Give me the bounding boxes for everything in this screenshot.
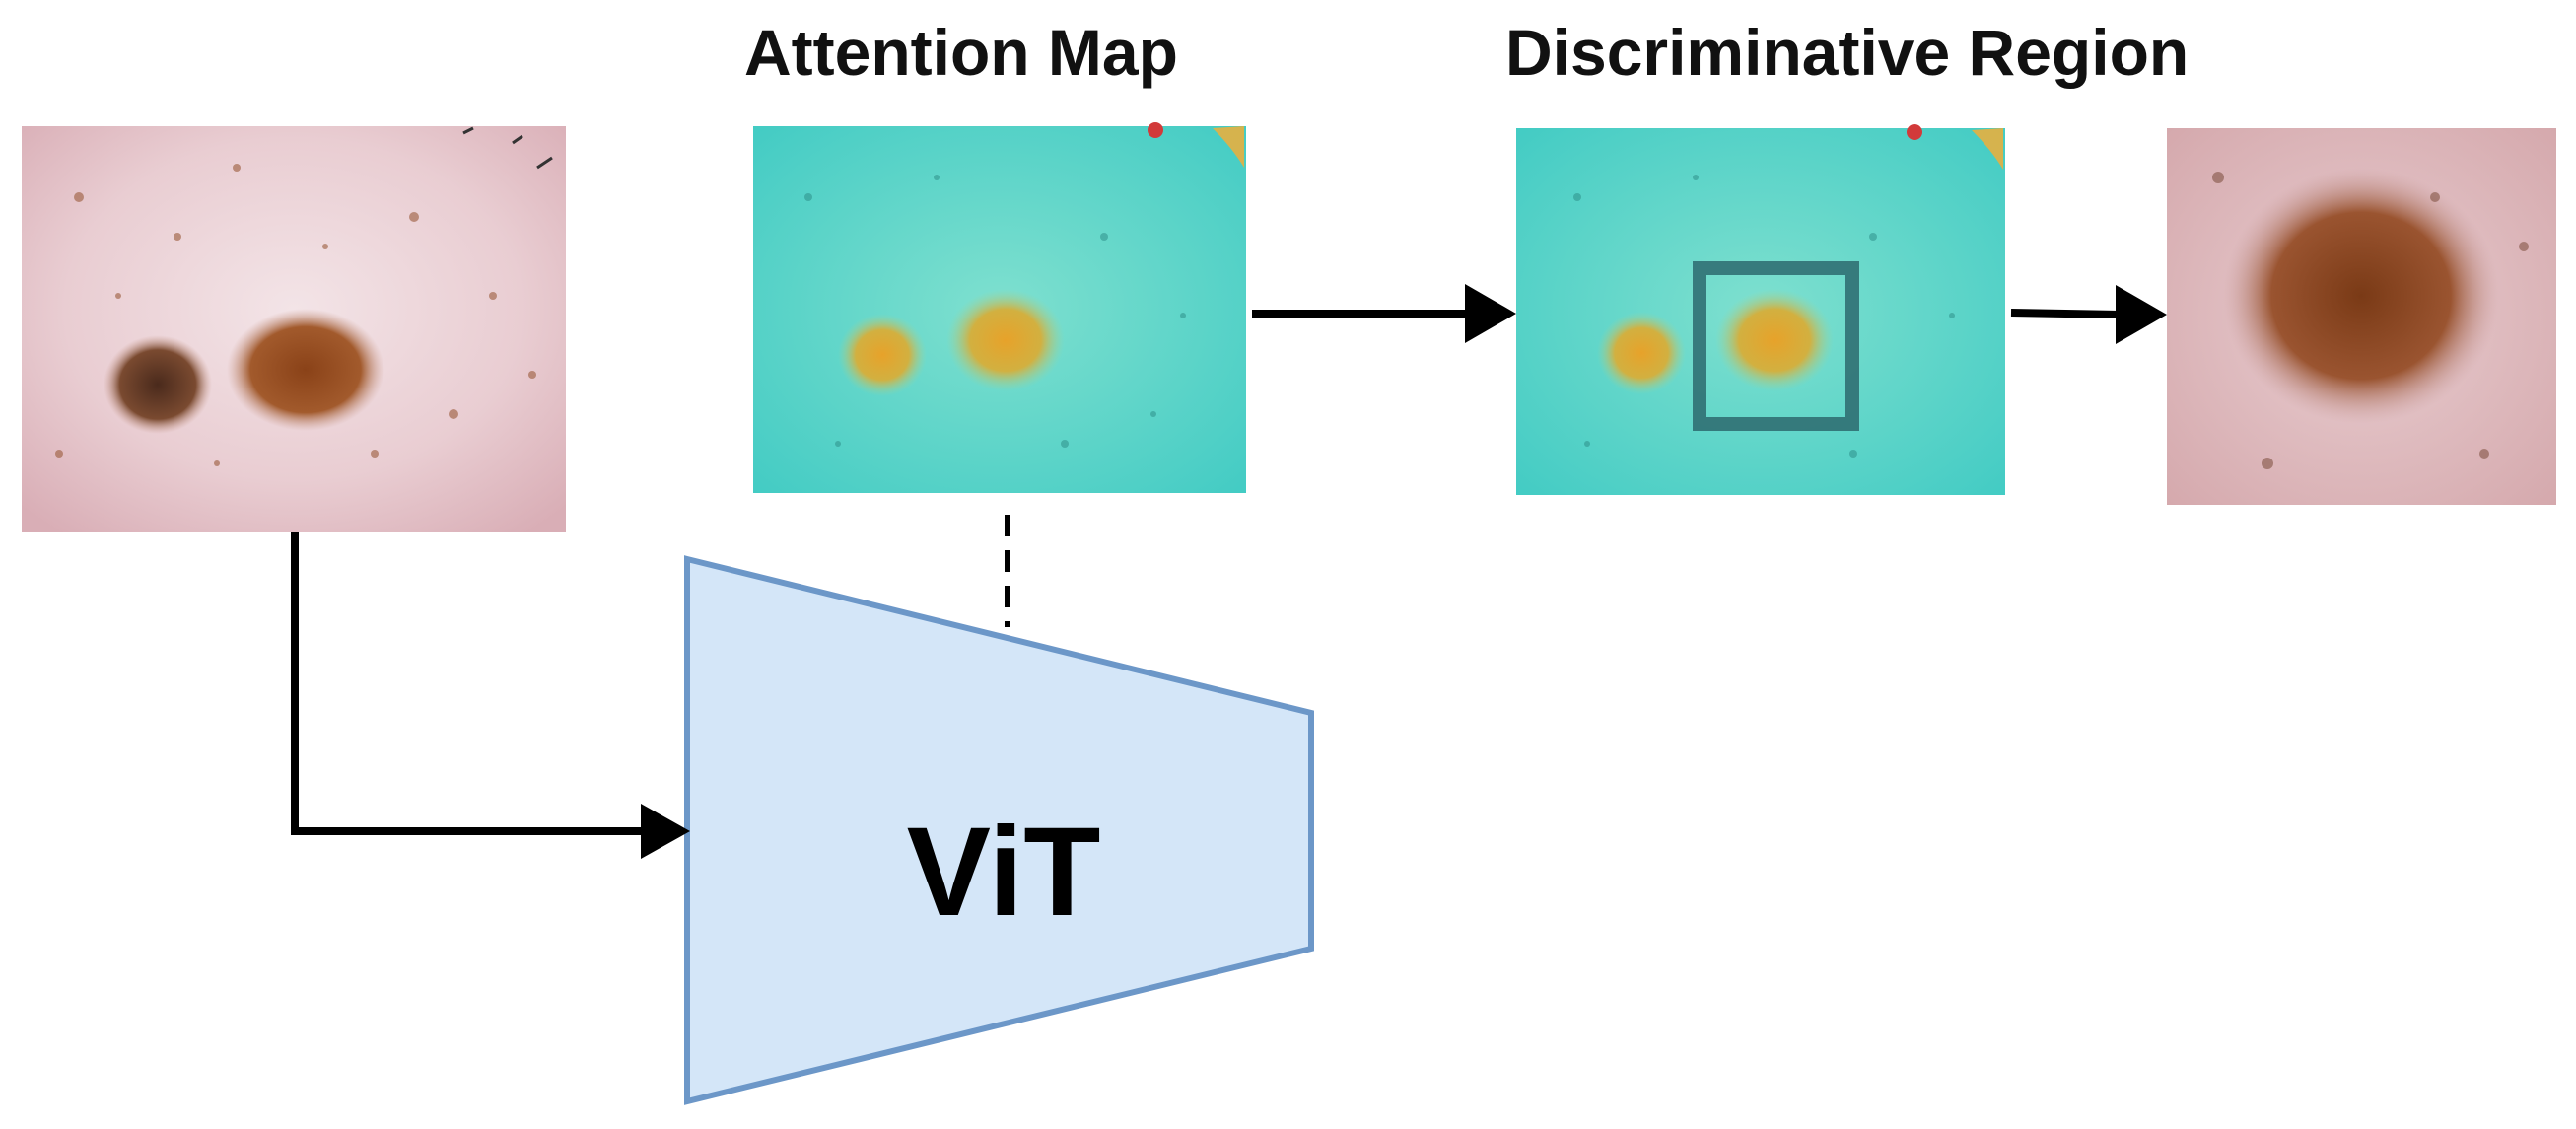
attention-map-image — [753, 122, 1246, 493]
arrow-attention-to-region — [1252, 284, 1516, 343]
vit-trapezoid — [684, 555, 1314, 1105]
arrow-input-to-vit-head — [641, 804, 690, 859]
input-to-vit-connector — [291, 532, 690, 859]
discriminative-region-box — [1693, 261, 1859, 431]
vit-encoder: ViT — [684, 555, 1314, 1105]
input-dermoscopy-image — [22, 126, 566, 532]
vit-label: ViT — [907, 802, 1101, 943]
arrow-region-to-crop — [2010, 285, 2167, 344]
attention-map-title: Attention Map — [744, 16, 1178, 89]
discriminative-region-title: Discriminative Region — [1505, 16, 2190, 89]
attention-map-with-region-image — [1516, 124, 2005, 495]
cropped-region-image — [2167, 128, 2556, 505]
